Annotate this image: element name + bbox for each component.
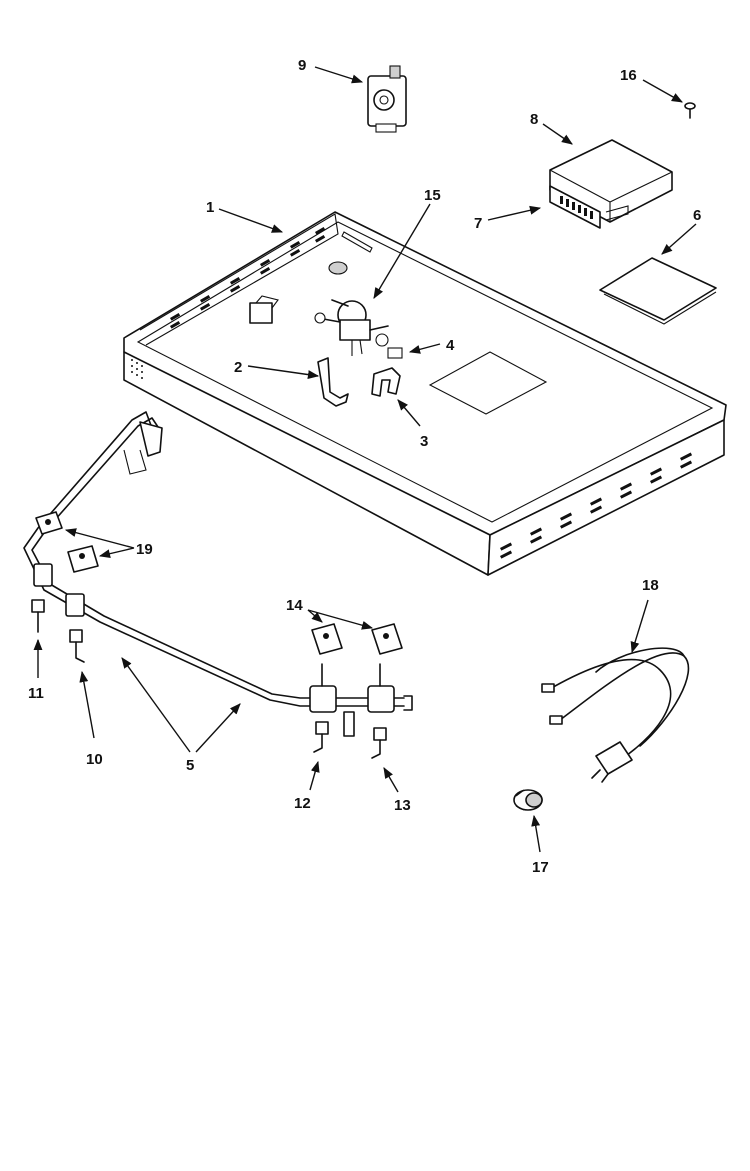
- clip-right: [371, 623, 403, 655]
- callout-5: 5: [186, 757, 194, 774]
- callout-15: 15: [424, 187, 441, 204]
- callout-7: 7: [474, 215, 482, 232]
- callout-8: 8: [530, 111, 538, 128]
- insulation-pad: [599, 257, 717, 321]
- burner-box: [123, 211, 727, 576]
- callout-14: 14: [286, 597, 303, 614]
- bracket-left: [317, 357, 349, 407]
- screw: [684, 102, 696, 119]
- callout-3: 3: [420, 433, 428, 450]
- callout-12: 12: [294, 795, 311, 812]
- valve-assembly: [314, 299, 389, 356]
- gas-manifold: [23, 411, 413, 737]
- bracket-right: [371, 367, 401, 397]
- orifice-12: [313, 721, 329, 753]
- clip-left: [311, 623, 343, 655]
- spark-module: [549, 139, 673, 229]
- small-label: [387, 347, 403, 359]
- callout-17: 17: [532, 859, 549, 876]
- callout-2: 2: [234, 359, 242, 376]
- regulator-valve: [367, 65, 407, 133]
- orifice-10: [69, 629, 85, 663]
- orifice-clip-top: [35, 511, 63, 535]
- callout-10: 10: [86, 751, 103, 768]
- callout-18: 18: [642, 577, 659, 594]
- power-cord: [541, 647, 690, 783]
- callout-16: 16: [620, 67, 637, 84]
- leader-arrows: [33, 66, 697, 853]
- callout-19: 19: [136, 541, 153, 558]
- callout-11: 11: [28, 685, 44, 702]
- callout-1: 1: [206, 199, 214, 216]
- callout-13: 13: [394, 797, 411, 814]
- orifice-13: [371, 727, 387, 759]
- callout-4: 4: [446, 337, 455, 354]
- orifice-clip-bottom: [67, 545, 99, 573]
- orifice-11: [31, 599, 45, 633]
- callout-9: 9: [298, 57, 306, 74]
- strain-relief: [513, 789, 543, 811]
- callout-6: 6: [693, 207, 701, 224]
